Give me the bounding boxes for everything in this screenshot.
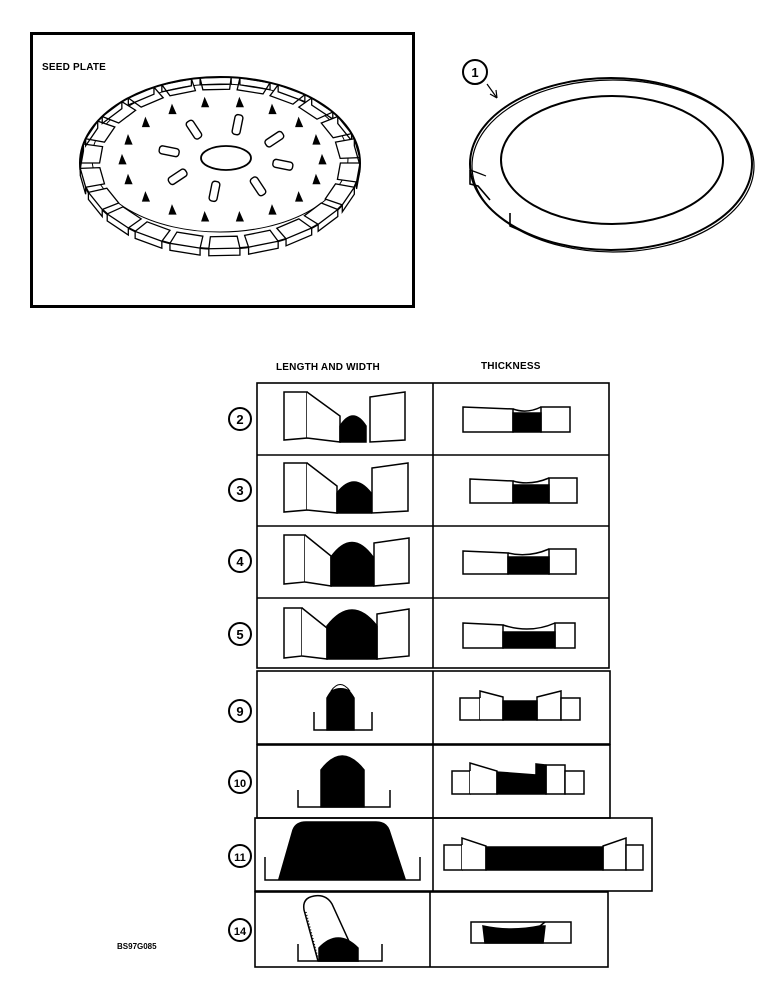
- th-cell-14: [470, 921, 572, 944]
- seed-plate-tooth: [275, 218, 313, 247]
- row-callout-label: 14: [234, 926, 247, 938]
- seed-cell: [235, 211, 244, 222]
- lw-cell-5: [283, 607, 410, 660]
- seed-cell: [312, 173, 321, 185]
- seed-plate-tooth: [161, 78, 197, 97]
- th-cell-10: [451, 761, 585, 795]
- seed-cell: [168, 103, 177, 115]
- seed-plate-tooth: [127, 86, 165, 108]
- seed-plate-tooth: [336, 162, 361, 190]
- seed-cell: [312, 134, 321, 145]
- lw-cell-4: [283, 534, 410, 587]
- row-callout-14: 14: [228, 918, 252, 942]
- row-callout-3: 3: [228, 478, 252, 502]
- seed-plate-slot: [264, 130, 285, 148]
- column-header-length-width: LENGTH AND WIDTH: [276, 362, 380, 373]
- row-callout-10: 10: [228, 770, 252, 794]
- row-callout-label: 9: [236, 704, 243, 719]
- row-callout-4: 4: [228, 549, 252, 573]
- seed-plate-tooth: [208, 235, 241, 257]
- wear-table-grid: [254, 382, 653, 968]
- th-cell-5: [462, 622, 576, 649]
- seed-plate-tooth: [101, 100, 137, 125]
- seed-plate-tooth: [169, 231, 204, 256]
- th-cell-9: [459, 690, 581, 721]
- row-callout-label: 4: [236, 554, 244, 569]
- row-callout-label: 5: [236, 627, 243, 642]
- figure-code: BS97G085: [117, 942, 157, 951]
- seed-cell: [268, 204, 277, 215]
- callout-1-label: 1: [471, 65, 478, 80]
- lw-cell-3: [283, 462, 409, 514]
- seed-plate-tooth: [79, 143, 104, 171]
- seed-plate-tooth: [87, 187, 120, 219]
- seed-cell: [235, 96, 244, 108]
- seed-cell: [124, 134, 133, 145]
- lw-cell-2: [283, 391, 406, 443]
- callout-1: 1: [462, 59, 488, 85]
- seed-plate-slot: [185, 119, 203, 140]
- seed-cell: [201, 211, 210, 222]
- seed-cell: [168, 204, 177, 215]
- seed-plate-slot: [231, 113, 244, 136]
- row-callout-9: 9: [228, 699, 252, 723]
- seed-plate-slot: [272, 158, 294, 171]
- lw-cell-11: [264, 821, 421, 881]
- seed-plate-title: SEED PLATE: [42, 62, 107, 73]
- seed-plate-tooth: [334, 138, 361, 165]
- row-callouts: 2 3 4 5 9 10 11 14: [228, 407, 252, 942]
- seed-plate-slot: [208, 180, 221, 203]
- seed-plate-slot: [167, 168, 188, 186]
- seed-plate-tooth: [85, 119, 116, 148]
- seed-cell: [201, 96, 210, 108]
- seed-plate-tooth: [199, 76, 232, 91]
- seed-cell: [295, 191, 304, 202]
- seed-plate-tooth: [268, 83, 306, 105]
- seed-cell: [118, 153, 127, 165]
- row-callout-label: 3: [236, 483, 243, 498]
- column-header-thickness: THICKNESS: [481, 361, 541, 372]
- th-cell-2: [462, 406, 571, 433]
- row-callout-5: 5: [228, 622, 252, 646]
- length-width-cells: [264, 391, 421, 962]
- row-callout-label: 11: [234, 852, 246, 864]
- thickness-cells: [443, 406, 644, 944]
- seed-cell: [268, 103, 277, 115]
- seed-plate-panel: [30, 32, 415, 308]
- seed-plate-tooth: [324, 183, 355, 214]
- seed-cell: [141, 116, 151, 128]
- seed-plate-slot: [249, 176, 267, 197]
- row-callout-2: 2: [228, 407, 252, 431]
- seed-plate-tooth: [134, 221, 172, 250]
- seed-plate-tooth: [243, 229, 279, 255]
- seed-cell: [295, 116, 304, 128]
- row-callout-label: 2: [236, 412, 243, 427]
- seed-plate-tooth: [79, 166, 106, 195]
- seed-plate-slot: [158, 145, 180, 158]
- seed-plate-tooth: [303, 202, 339, 233]
- seed-cell: [141, 191, 151, 202]
- seed-plate-tooth: [106, 206, 143, 237]
- row-callout-label: 10: [234, 778, 246, 790]
- ring-illustration: [469, 77, 755, 253]
- seed-plate-illustration: [79, 76, 361, 257]
- seed-cell: [318, 153, 327, 165]
- th-cell-11: [443, 836, 644, 871]
- th-cell-4: [462, 548, 577, 575]
- row-callout-11: 11: [228, 844, 252, 868]
- lw-cell-14: [297, 894, 383, 962]
- seed-cell: [124, 173, 133, 185]
- lw-cell-10: [297, 755, 391, 808]
- lw-cell-9: [313, 684, 373, 731]
- th-cell-3: [469, 477, 578, 504]
- seed-plate-tooth: [236, 77, 271, 95]
